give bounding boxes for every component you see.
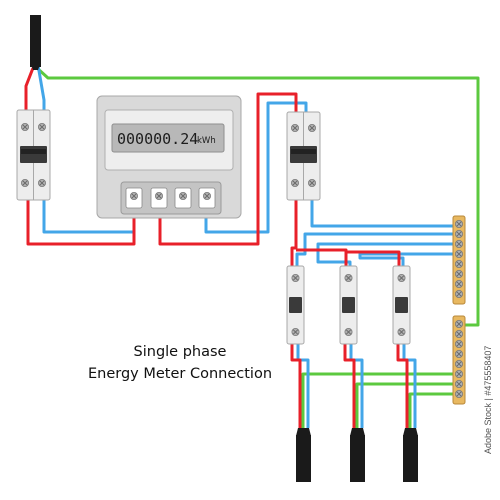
main-breaker bbox=[16, 109, 51, 201]
earth-wires bbox=[35, 66, 480, 428]
neutral-wire-to-busbar bbox=[310, 200, 453, 228]
meter-terminal-block bbox=[120, 181, 222, 215]
output-cable-2 bbox=[350, 428, 365, 482]
earth-wire-circuit-3 bbox=[408, 392, 454, 428]
caption-line-1: Single phase bbox=[133, 344, 227, 360]
circuit-breaker-3 bbox=[392, 265, 411, 345]
neutral-wire-meter-out bbox=[204, 101, 308, 234]
earth-wire-circuit-1 bbox=[301, 372, 454, 428]
phase-wire-to-meter bbox=[26, 200, 136, 246]
neutral-wire-busbar-1 bbox=[295, 232, 453, 266]
phase-wire-circuit-3 bbox=[396, 344, 409, 428]
output-cable-3 bbox=[403, 428, 418, 482]
circuit-breaker-2 bbox=[339, 265, 358, 345]
neutral-wire-busbar-2 bbox=[316, 242, 453, 266]
energy-meter: 000000.24 kWh bbox=[96, 95, 242, 219]
phase-wire-circuit-1 bbox=[290, 344, 302, 428]
supply-cable bbox=[30, 15, 41, 70]
phase-wire-circuit-2 bbox=[343, 344, 356, 428]
phase-wire-bus-2 bbox=[296, 248, 348, 266]
phase-wire-bus-3 bbox=[346, 250, 401, 266]
phase-wire-supply bbox=[24, 67, 35, 110]
neutral-busbar bbox=[452, 215, 466, 305]
neutral-wire-circuit-1 bbox=[296, 344, 310, 428]
neutral-wire-busbar-3 bbox=[358, 252, 453, 266]
earth-wire-main bbox=[35, 66, 480, 327]
earth-busbar bbox=[452, 315, 466, 405]
neutral-wire-supply bbox=[36, 64, 46, 110]
meter-unit: kWh bbox=[197, 136, 216, 146]
lcd-screen bbox=[111, 123, 225, 153]
phase-wire-meter-out bbox=[158, 92, 298, 246]
caption-line-2: Energy Meter Connection bbox=[87, 366, 273, 382]
meter-reading: 000000.24 bbox=[117, 130, 198, 148]
stock-id: Adobe Stock | #475558407 bbox=[483, 345, 493, 455]
phase-wires bbox=[24, 67, 409, 428]
neutral-wire-circuit-3 bbox=[402, 344, 417, 428]
earth-wire-circuit-2 bbox=[355, 382, 454, 428]
meter-output-breaker bbox=[286, 111, 321, 201]
neutral-wires bbox=[36, 64, 453, 428]
neutral-wire-circuit-2 bbox=[349, 344, 364, 428]
phase-wire-busbar bbox=[290, 200, 298, 266]
circuit-breaker-1 bbox=[286, 265, 305, 345]
output-cable-1 bbox=[296, 428, 311, 482]
